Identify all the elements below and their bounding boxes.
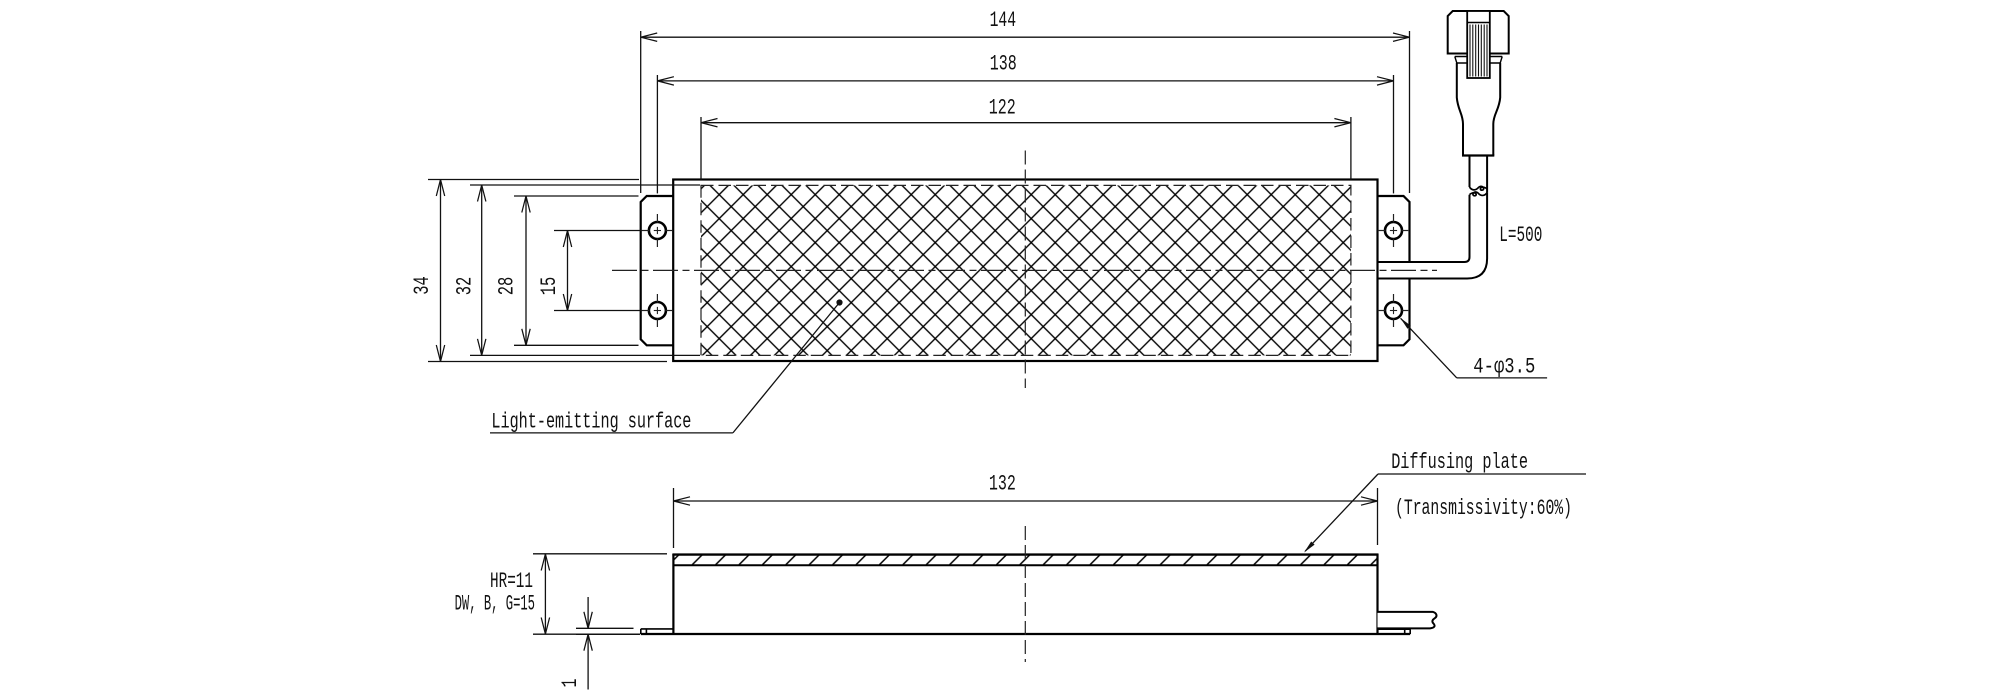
svg-text:138: 138 — [990, 52, 1017, 77]
svg-text:L=500: L=500 — [1499, 223, 1542, 248]
svg-text:32: 32 — [453, 277, 478, 296]
svg-text:144: 144 — [990, 8, 1017, 33]
svg-text:4-φ3.5: 4-φ3.5 — [1473, 354, 1535, 379]
svg-text:132: 132 — [989, 472, 1016, 497]
svg-text:HR=11: HR=11 — [490, 569, 533, 594]
svg-text:Light-emitting surface: Light-emitting surface — [491, 409, 691, 434]
svg-text:DW, B, G=15: DW, B, G=15 — [455, 591, 535, 616]
svg-text:(Transmissivity:60%): (Transmissivity:60%) — [1395, 496, 1572, 521]
svg-text:Diffusing plate: Diffusing plate — [1391, 450, 1528, 475]
svg-text:122: 122 — [989, 95, 1016, 120]
svg-text:1: 1 — [558, 679, 583, 688]
svg-text:34: 34 — [410, 276, 435, 295]
svg-text:15: 15 — [537, 277, 562, 296]
svg-text:28: 28 — [495, 277, 520, 296]
